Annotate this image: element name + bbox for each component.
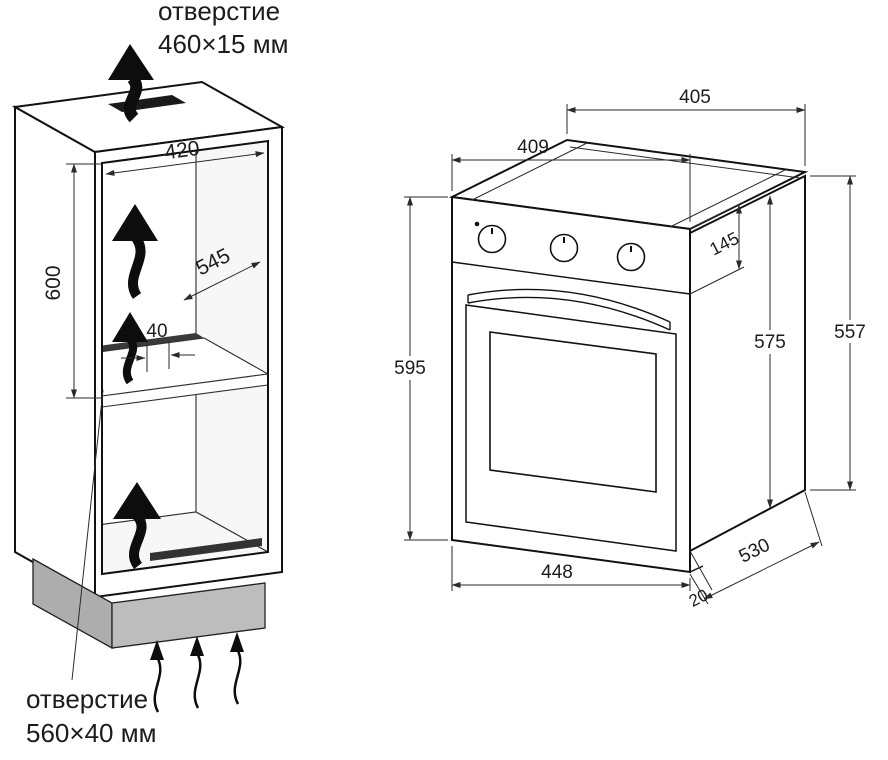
- niche-opening-frame: [101, 139, 269, 576]
- label-top-opening: отверстие 460×15 мм: [158, 0, 288, 59]
- label-top-opening-line1: отверстие: [158, 0, 280, 26]
- knob-right: [616, 242, 646, 272]
- dim-vent-gap: 40: [121, 321, 195, 372]
- label-bottom-opening: отверстие 560×40 мм: [26, 389, 156, 748]
- dim-niche-width-value: 420: [163, 137, 201, 164]
- door-window: [489, 331, 657, 493]
- top-seam-left: [471, 142, 588, 201]
- dim-back-height: 557: [810, 175, 866, 491]
- dim-top-front-width-value: 409: [517, 137, 549, 158]
- dim-case-height-value: 575: [754, 332, 786, 353]
- dim-front-height: 595: [394, 196, 448, 541]
- dim-front-width: 448: [451, 546, 691, 591]
- door-frame: [465, 304, 677, 552]
- airflow-arrows-bottom-intake: [150, 632, 244, 713]
- dim-case-height: 575: [754, 195, 786, 509]
- knob-center: [549, 233, 579, 263]
- airflow-arrow-upper-niche: [112, 204, 158, 299]
- top-seam-right: [669, 169, 786, 228]
- knob-left: [477, 224, 507, 254]
- label-top-opening-line2: 460×15 мм: [158, 29, 288, 59]
- dim-back-height-value: 557: [834, 322, 866, 343]
- dim-vent-gap-value: 40: [146, 321, 167, 342]
- airflow-arrow-shelf-gap: [112, 312, 148, 385]
- label-bottom-opening-line2: 560×40 мм: [26, 718, 156, 748]
- panel-bottom-return: [689, 565, 704, 573]
- oven-diagram: 405 409 145 557 575: [394, 87, 866, 611]
- dim-top-back-width: 405: [566, 87, 806, 166]
- control-panel-divider: [451, 261, 691, 295]
- floor-vent-slot: [150, 538, 262, 561]
- dim-niche-height-value: 600: [42, 265, 65, 300]
- cabinet-left-face: [14, 105, 96, 599]
- dim-niche-height: 600: [42, 163, 102, 399]
- airflow-arrow-top: [108, 44, 154, 123]
- niche-right-wall: [195, 141, 268, 553]
- dim-front-height-value: 595: [394, 358, 426, 379]
- dim-top-front-width: 409: [451, 137, 691, 222]
- dim-case-depth-value: 530: [736, 535, 774, 568]
- dim-front-width-value: 448: [541, 562, 573, 583]
- oven-right-face: [689, 174, 806, 553]
- cabinet-diagram: 420 600 545 40 отверстие 460×15 мм: [11, 0, 288, 748]
- airflow-arrow-lower-compartment: [113, 482, 161, 570]
- label-bottom-opening-line1: отверстие: [26, 684, 148, 714]
- shelf-rear-vent-gap: [102, 333, 204, 360]
- plinth-front-face: [111, 582, 266, 649]
- door-handle: [467, 288, 671, 331]
- dim-niche-width: 420: [105, 137, 265, 176]
- shelf-front-edge: [102, 373, 268, 408]
- dim-top-back-width-value: 405: [679, 87, 711, 108]
- indicator-light: [474, 221, 480, 227]
